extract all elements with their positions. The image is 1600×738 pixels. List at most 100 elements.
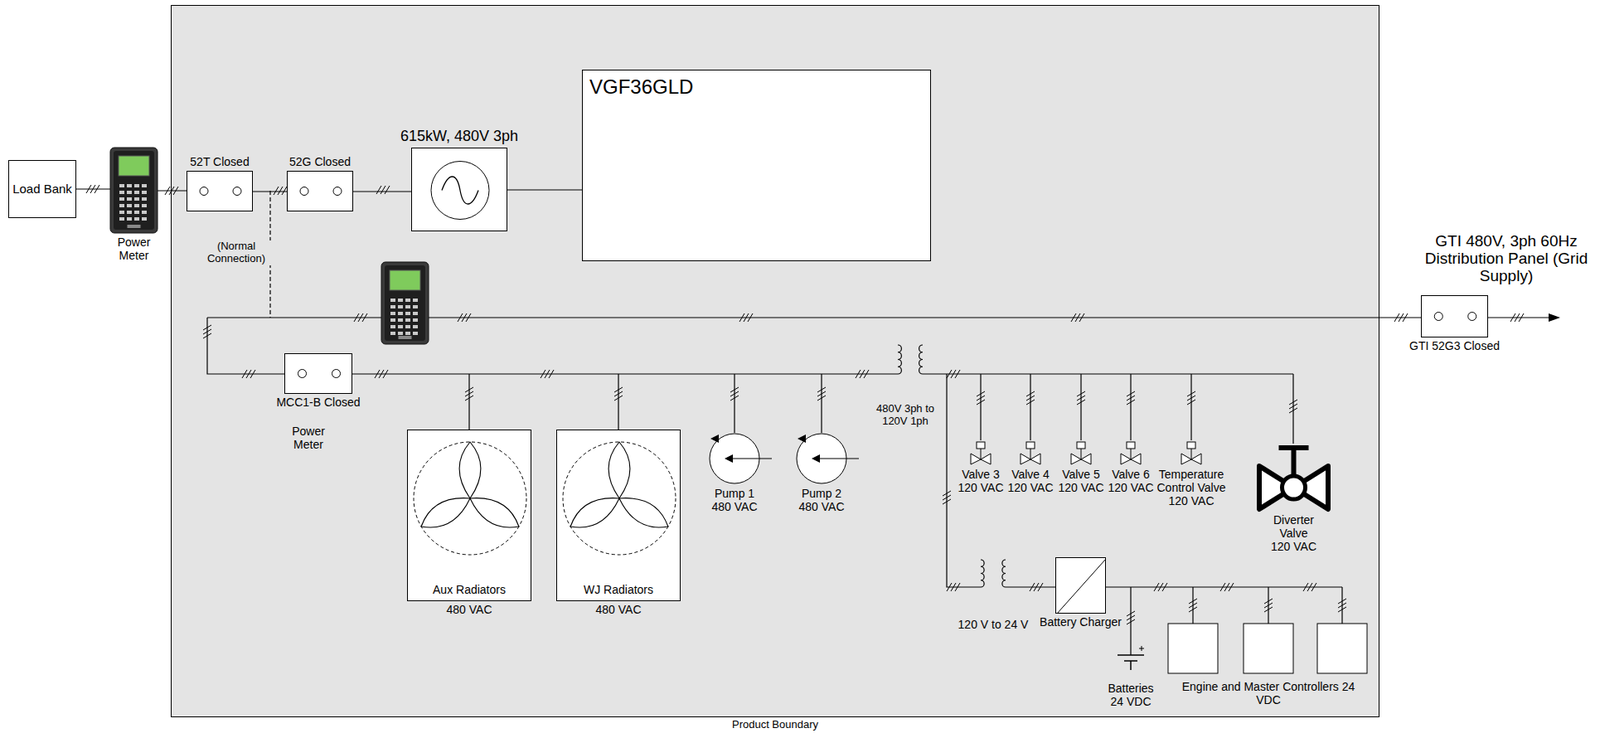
valve-actuator: [1026, 441, 1035, 449]
conductor-tick: [1033, 582, 1039, 592]
meter-key: [397, 318, 403, 322]
meter-key: [126, 210, 132, 214]
meter-key: [397, 331, 403, 335]
conductor-tick: [1394, 313, 1400, 322]
conductor-tick: [1126, 391, 1135, 397]
node-graphic: [187, 171, 254, 213]
node-graphic: [110, 147, 158, 233]
battery-plus: [1139, 645, 1145, 651]
conductor-tick: [277, 186, 283, 195]
meter-key: [126, 217, 132, 221]
node-text: 615kW, 480V 3ph: [400, 127, 519, 146]
node-text: Temperature Control Valve: [1155, 467, 1227, 495]
meter-key: [405, 298, 411, 302]
diagram-label: (Normal Connection): [201, 240, 272, 266]
node-text: 120 VAC: [1155, 494, 1227, 508]
meter-key: [390, 324, 396, 329]
meter-key: [397, 305, 403, 309]
conductor-tick: [955, 369, 960, 379]
text-group: Aux Radiators: [408, 581, 530, 598]
conductor-tick: [246, 369, 252, 379]
meter-key: [412, 331, 418, 335]
meter-key: [390, 298, 396, 302]
conductor-tick: [1338, 602, 1347, 608]
conductor-tick: [1026, 399, 1035, 405]
text-group: Valve 3120 VAC: [958, 467, 1004, 495]
node-graphic: [412, 148, 509, 233]
conductor-tick: [1079, 313, 1085, 322]
transformer-winding: [897, 344, 902, 374]
pump-outlet: [710, 434, 719, 443]
diagram-label: GTI 480V, 3ph 60Hz Distribution Panel (G…: [1423, 232, 1590, 285]
node-text: 52G Closed: [289, 155, 351, 169]
conductor-tick: [376, 185, 382, 194]
fan-blade: [619, 498, 669, 528]
conductor-tick: [747, 313, 753, 322]
valve-actuator: [1187, 441, 1196, 449]
fan-ring: [562, 441, 676, 555]
conductor-tick: [950, 582, 956, 592]
conductor-tick: [378, 369, 384, 379]
meter-key: [405, 318, 411, 322]
meter-key: [405, 331, 411, 335]
conductor-tick: [1162, 582, 1168, 592]
meter-key: [141, 210, 147, 214]
controller-box: [1317, 623, 1368, 674]
conductor-tick: [465, 313, 471, 322]
fan-ring: [413, 441, 527, 555]
meter-key: [141, 184, 147, 188]
node-text: 480 VAC: [446, 602, 493, 616]
meter-key: [412, 311, 418, 316]
node-text: 480 VAC: [799, 499, 845, 514]
meter-key: [119, 217, 125, 221]
meter-key: [412, 318, 418, 322]
transformer-coils: [897, 344, 1006, 587]
text-group: Valve 6120 VAC: [1108, 467, 1154, 495]
conductor-tick: [1518, 313, 1524, 322]
node-graphic: [1018, 438, 1043, 466]
conductor-tick: [1289, 399, 1298, 405]
meter-key: [141, 197, 147, 201]
wire-lines: [207, 317, 1551, 655]
conductor-tick: [1311, 582, 1317, 592]
node-graphic: [1255, 441, 1333, 511]
conductor-tick: [1037, 582, 1043, 592]
valve-symbol: Valve 3120 VAC: [968, 438, 994, 466]
conductor-tick: [1076, 391, 1086, 397]
meter-key: [134, 197, 140, 201]
conductor-tick: [1071, 313, 1077, 322]
conductor-tick: [1126, 610, 1135, 616]
valve-body: [1071, 448, 1091, 465]
meter-body: [110, 147, 158, 233]
breaker-box: GTI 52G3 Closed: [1420, 295, 1489, 338]
load-bank-box: Load Bank: [8, 160, 77, 219]
conductor-tick: [730, 395, 739, 401]
power-conductor: [157, 189, 187, 191]
conductor-tick: [203, 324, 212, 330]
meter-port: [127, 224, 141, 228]
conductor-tick: [1126, 395, 1135, 401]
text-group: 480 VAC: [596, 602, 642, 616]
meter-port: [398, 335, 413, 340]
power-conductor: [76, 188, 111, 190]
conductor-tick: [614, 387, 623, 393]
conductor-tick: [540, 369, 546, 379]
text-group: MCC1-B Closed: [276, 395, 360, 409]
conductor-tick: [976, 395, 985, 401]
conductor-tick: [1289, 407, 1298, 413]
meter-key: [126, 190, 132, 194]
text-group: Diverter Valve120 VAC: [1260, 513, 1328, 553]
pump-flow-line: [816, 457, 859, 459]
generator-box: 615kW, 480V 3ph: [411, 147, 508, 232]
node-graphic: [708, 432, 761, 485]
diagram-label: 120 V to 24 V: [951, 617, 1035, 631]
text-group: Load Bank: [9, 160, 76, 218]
conductor-tick: [1076, 399, 1086, 405]
text-group: 615kW, 480V 3ph: [400, 127, 519, 146]
text-group: 480 VAC: [446, 602, 493, 616]
node-text: Valve 4: [1008, 467, 1054, 481]
meter-key: [397, 298, 403, 302]
meter-key: [119, 184, 125, 188]
conductor-tick: [1402, 313, 1408, 322]
conductor-tick: [730, 391, 739, 397]
